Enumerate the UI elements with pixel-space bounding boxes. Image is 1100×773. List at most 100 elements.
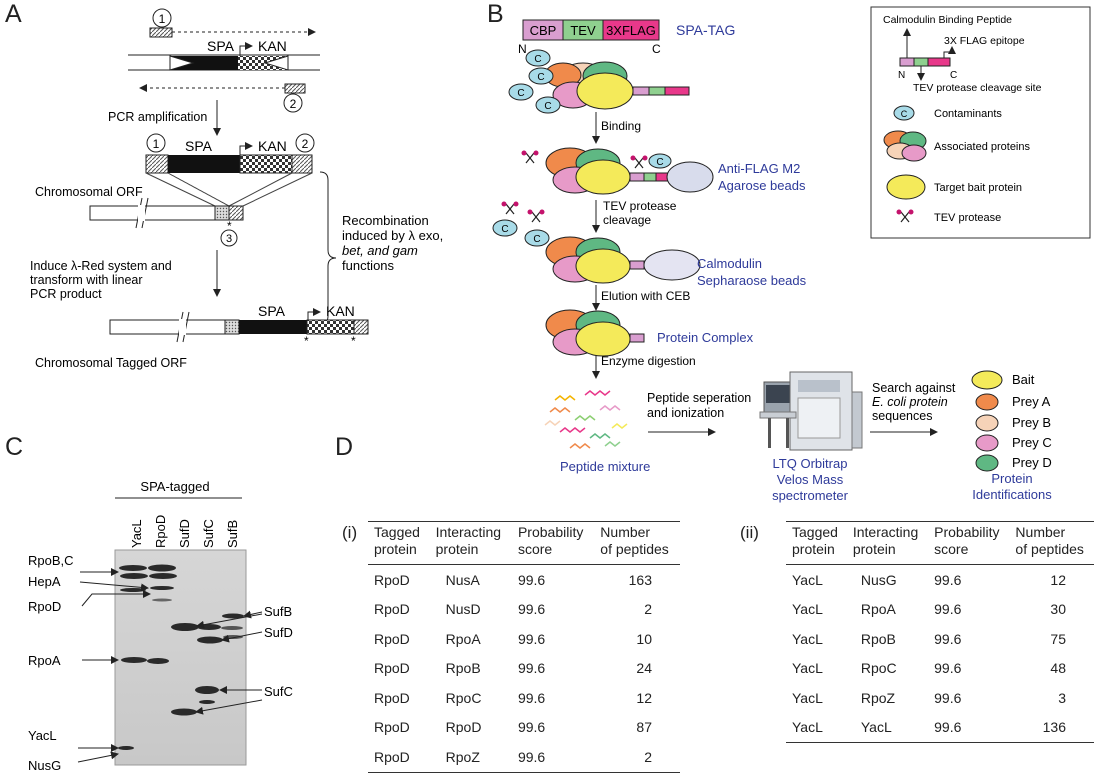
gel-label-nusg: NusG [28,758,61,773]
purified-complex [545,309,645,357]
template-spa-label: SPA [207,38,235,54]
legend-prey-d: Prey D [1012,455,1052,470]
recomb-line3: bet, and gam [342,243,418,258]
product-kan-label: KAN [258,138,287,154]
ms-line3: spectrometer [772,488,849,503]
tagged-orf-label: Chromosomal Tagged ORF [35,356,187,370]
panel-c-gel: SPA-tagged YacL RpoD SufD SufC SufB RpoB… [28,479,293,773]
key-bait: Target bait protein [934,182,1022,194]
template-kan-label: KAN [258,38,287,54]
gel-label-rpod: RpoD [28,599,61,614]
panel-label-b: B [487,0,504,28]
peptide-sep-line2: and ionization [647,406,724,420]
binding-label: Binding [601,119,641,133]
legend-bait: Bait [1012,372,1035,387]
elution-label: Elution with CEB [601,289,690,303]
peptide-squiggles [544,390,628,449]
tag-tev-label: TEV [570,23,596,38]
complex-with-contaminants: C C C C [508,49,690,114]
gel-header: SPA-tagged [140,479,209,494]
complex-on-calmodulin-beads [545,236,701,284]
step3-marker: 3 [226,233,232,245]
tag-n: N [518,42,527,56]
gel-label-hepa: HepA [28,574,61,589]
bait-prey-legend: Bait Prey A Prey B Prey C Prey D [971,370,1052,472]
complex-label: Protein Complex [657,330,754,345]
panel-b: CBP TEV 3XFLAG N C SPA-TAG C C C C Bindi… [492,6,1091,503]
contam-c3: C [517,88,524,99]
tag-flag-label: 3XFLAG [606,23,656,38]
product-marker2: 2 [302,137,309,151]
tag-flag [602,19,660,41]
ms-line2: Velos Mass [777,472,844,487]
recomb-line2: induced by λ exo, [342,228,443,243]
frt-left [169,55,195,71]
key-box: Calmodulin Binding Peptide 3X FLAG epito… [870,6,1091,239]
panel-label-d: D [335,433,354,461]
lane-sufd: SufD [177,519,192,548]
key-contaminant-c: C [901,109,908,119]
primer1-block [149,27,173,38]
legend-prey-c: Prey C [1012,435,1052,450]
panel-label-a: A [5,0,22,28]
step1-marker: 1 [159,12,166,26]
gel-label-sufc: SufC [264,684,293,699]
search-line3: sequences [872,409,932,423]
spa-block [170,56,238,70]
frt-right [263,55,289,71]
ms-line1: LTQ Orbitrap [773,456,848,471]
induce-line1: Induce λ-Red system and [30,259,172,273]
product-marker1: 1 [153,137,160,151]
panel-a: 1 SPA KAN 2 PCR amplification 1 2 SPA KA… [30,8,443,370]
contam-c6: C [501,224,508,235]
search-line1: Search against [872,381,956,395]
protein-ids-line2: Identifications [972,487,1052,502]
tag-cbp-label: CBP [530,23,557,38]
digestion-label: Enzyme digestion [601,354,696,368]
final-spa-label: SPA [258,303,286,319]
gel-label-rpoa: RpoA [28,653,61,668]
final-kan-label: KAN [326,303,355,319]
peptide-sep-line1: Peptide seperation [647,391,751,405]
key-tev: TEV protease [934,212,1001,224]
key-c: C [950,70,957,81]
complex-on-antiflag-beads: C [521,147,714,195]
calmodulin-line2: Sepharaose beads [697,273,807,288]
table-i-label: (i) [342,523,358,542]
search-line2: E. coli protein [872,395,948,409]
step1-circle [152,8,172,28]
step2-marker: 2 [290,97,297,111]
legend-prey-b: Prey B [1012,415,1051,430]
chrom-orf-label: Chromosomal ORF [35,185,143,199]
key-tev-site: TEV protease cleavage site [913,82,1042,94]
antiflag-line2: Agarose beads [718,178,806,193]
contam-c7: C [533,234,540,245]
contam-c5: C [656,157,663,168]
panel-label-c: C [5,433,24,461]
induce-line2: transform with linear [30,273,143,287]
mass-spectrometer-image [759,371,863,451]
calmodulin-line1: Calmodulin [697,256,762,271]
antiflag-line1: Anti-FLAG M2 [718,161,800,176]
pcr-label: PCR amplification [108,110,207,124]
lane-sufc: SufC [201,519,216,548]
kan-promoter-arrow [239,42,253,56]
primer2-block [284,83,306,94]
contam-c4: C [544,101,551,112]
recomb-line1: Recombination [342,213,429,228]
